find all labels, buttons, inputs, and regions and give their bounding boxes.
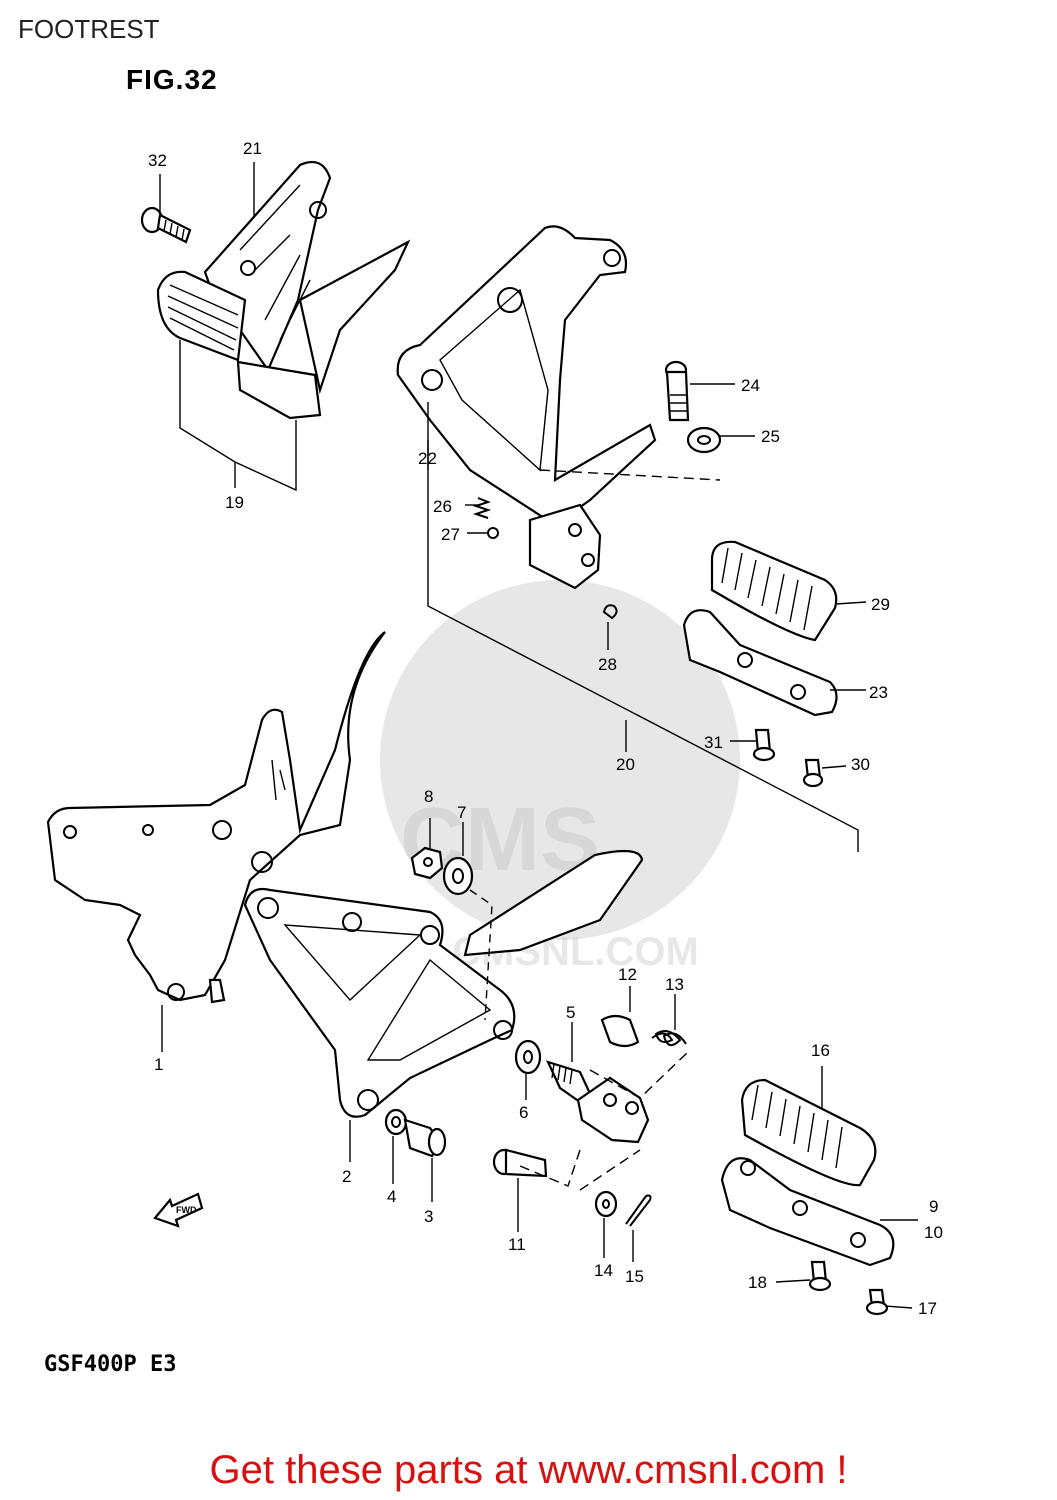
part-18-bolt <box>808 1260 832 1292</box>
callout-25: 25 <box>761 427 780 446</box>
callout-7: 7 <box>457 803 466 822</box>
callout-15: 15 <box>625 1267 644 1286</box>
callout-2: 2 <box>342 1167 351 1186</box>
part-26-spring <box>472 497 492 519</box>
callout-13: 13 <box>665 975 684 994</box>
callout-labels: 1 2 3 4 5 6 7 8 9 10 11 12 13 14 15 16 1… <box>148 139 943 1318</box>
fwd-label: FWD <box>176 1205 197 1215</box>
callout-4: 4 <box>387 1187 396 1206</box>
callout-12: 12 <box>618 965 637 984</box>
page-title: FOOTREST <box>18 14 160 44</box>
callout-17: 17 <box>918 1299 937 1318</box>
callout-18: 18 <box>748 1273 767 1292</box>
callout-9: 9 <box>929 1197 938 1216</box>
callout-14: 14 <box>594 1261 613 1280</box>
part-30-bolt <box>802 758 824 788</box>
part-14-washer <box>594 1190 618 1218</box>
part-11-pin <box>492 1148 548 1178</box>
callout-6: 6 <box>519 1103 528 1122</box>
part-29-footrest-rubber <box>710 540 838 642</box>
part-1-main-bracket <box>46 631 386 1004</box>
callout-31: 31 <box>704 733 723 752</box>
callout-5: 5 <box>566 1003 575 1022</box>
part-27-ball <box>487 527 499 539</box>
callout-22: 22 <box>418 449 437 468</box>
part-22-right-footrest-bracket <box>396 225 657 590</box>
callout-21: 21 <box>243 139 262 158</box>
callout-20: 20 <box>616 755 635 774</box>
part-8-nut <box>410 846 444 880</box>
leader-lines <box>159 162 918 1309</box>
callout-28: 28 <box>598 655 617 674</box>
callout-30: 30 <box>851 755 870 774</box>
part-19-rear-footrest <box>156 270 322 420</box>
callout-29: 29 <box>871 595 890 614</box>
part-15-cotter-pin <box>625 1194 652 1227</box>
part-13-spring <box>651 1030 687 1047</box>
part-17-bolt <box>865 1288 889 1316</box>
callout-8: 8 <box>424 787 433 806</box>
callout-11: 11 <box>508 1235 526 1254</box>
footrest-pivot-block <box>576 1076 650 1144</box>
callout-10: 10 <box>924 1223 943 1242</box>
part-24-bolt <box>664 360 690 422</box>
heel-guard <box>463 849 644 957</box>
part-7-washer <box>442 856 474 896</box>
model-code: GSF400P E3 <box>44 1352 177 1377</box>
part-12-pin <box>600 1014 640 1048</box>
part-31-bolt <box>752 728 776 762</box>
part-28-clip <box>602 604 618 620</box>
part-32-bolt <box>140 206 192 244</box>
part-25-washer <box>686 426 722 454</box>
part-23-footrest <box>682 609 838 717</box>
callout-27: 27 <box>441 525 460 544</box>
part-3-bolt <box>403 1118 447 1158</box>
callout-26: 26 <box>433 497 452 516</box>
callout-16: 16 <box>811 1041 830 1060</box>
part-16-footrest-rubber <box>740 1078 877 1187</box>
part-4-washer <box>384 1108 408 1136</box>
callout-24: 24 <box>741 376 760 395</box>
figure-label: FIG.32 <box>126 64 218 95</box>
part-9-10-footrest <box>720 1157 895 1267</box>
part-6-washer <box>514 1039 542 1075</box>
callout-19: 19 <box>225 493 244 512</box>
part-2-footrest-bracket <box>243 887 516 1118</box>
callout-32: 32 <box>148 151 167 170</box>
callout-23: 23 <box>869 683 888 702</box>
callout-1: 1 <box>154 1055 163 1074</box>
footer-link-container: Get these parts at www.cmsnl.com ! <box>0 1448 1057 1493</box>
fwd-arrow-icon: FWD <box>153 1192 204 1228</box>
get-parts-link[interactable]: Get these parts at www.cmsnl.com ! <box>209 1448 848 1492</box>
callout-3: 3 <box>424 1207 433 1226</box>
